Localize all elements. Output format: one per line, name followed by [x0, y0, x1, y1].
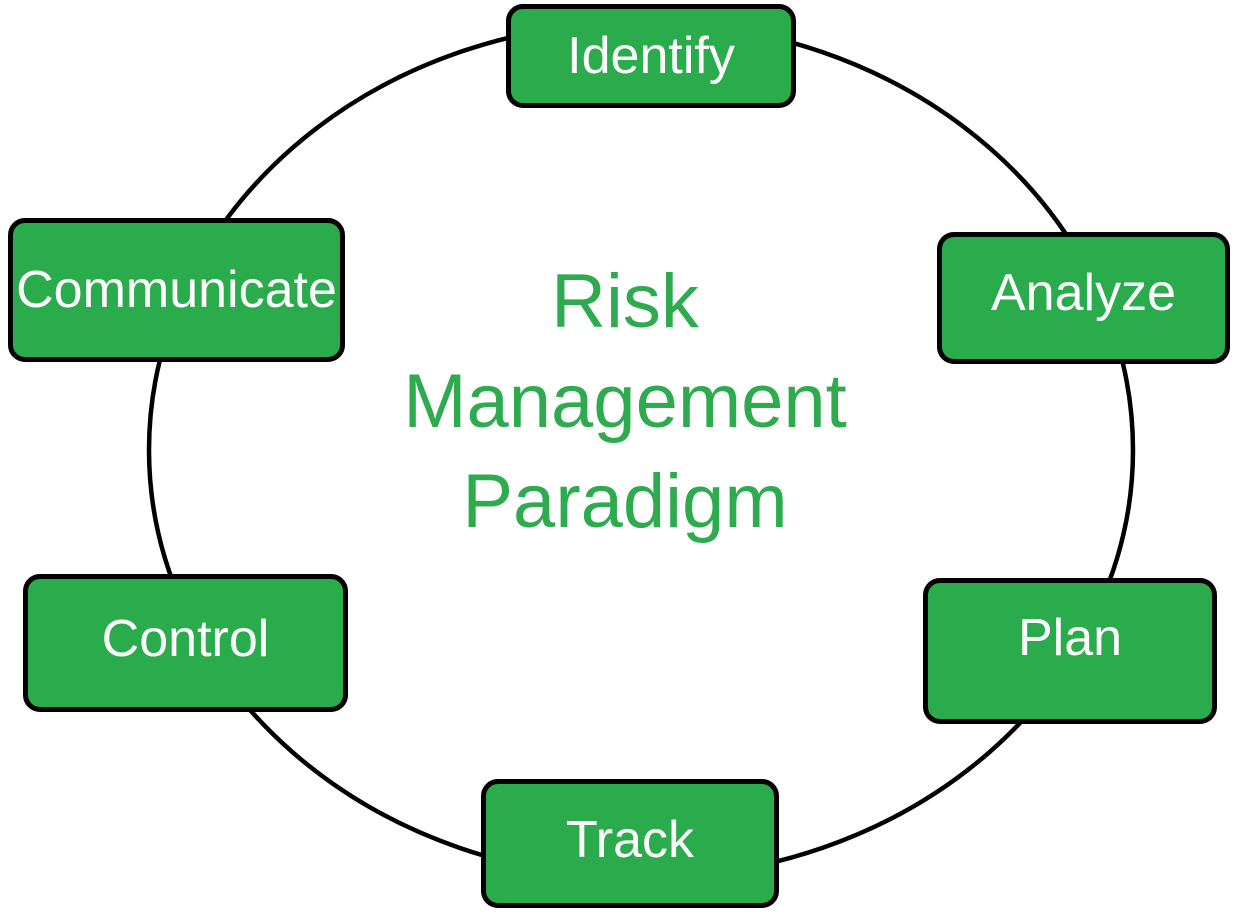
node-identify: Identify [506, 4, 796, 108]
node-analyze-label: Analyze [991, 264, 1176, 322]
diagram-title-line-2: Management [403, 359, 847, 444]
node-plan: Plan [923, 578, 1217, 724]
diagram-title: Risk Management Paradigm [325, 252, 925, 552]
node-control: Control [23, 574, 348, 712]
node-communicate-label: Communicate [16, 261, 337, 319]
node-analyze: Analyze [937, 232, 1230, 364]
node-track-label: Track [565, 810, 695, 869]
node-communicate: Communicate [8, 218, 345, 362]
diagram-title-line-3: Paradigm [462, 459, 788, 544]
diagram-title-line-1: Risk [551, 259, 699, 344]
node-track: Track [481, 779, 779, 908]
node-control-label: Control [101, 610, 270, 668]
node-plan-label: Plan [1017, 609, 1123, 667]
node-identify-label: Identify [567, 27, 735, 85]
